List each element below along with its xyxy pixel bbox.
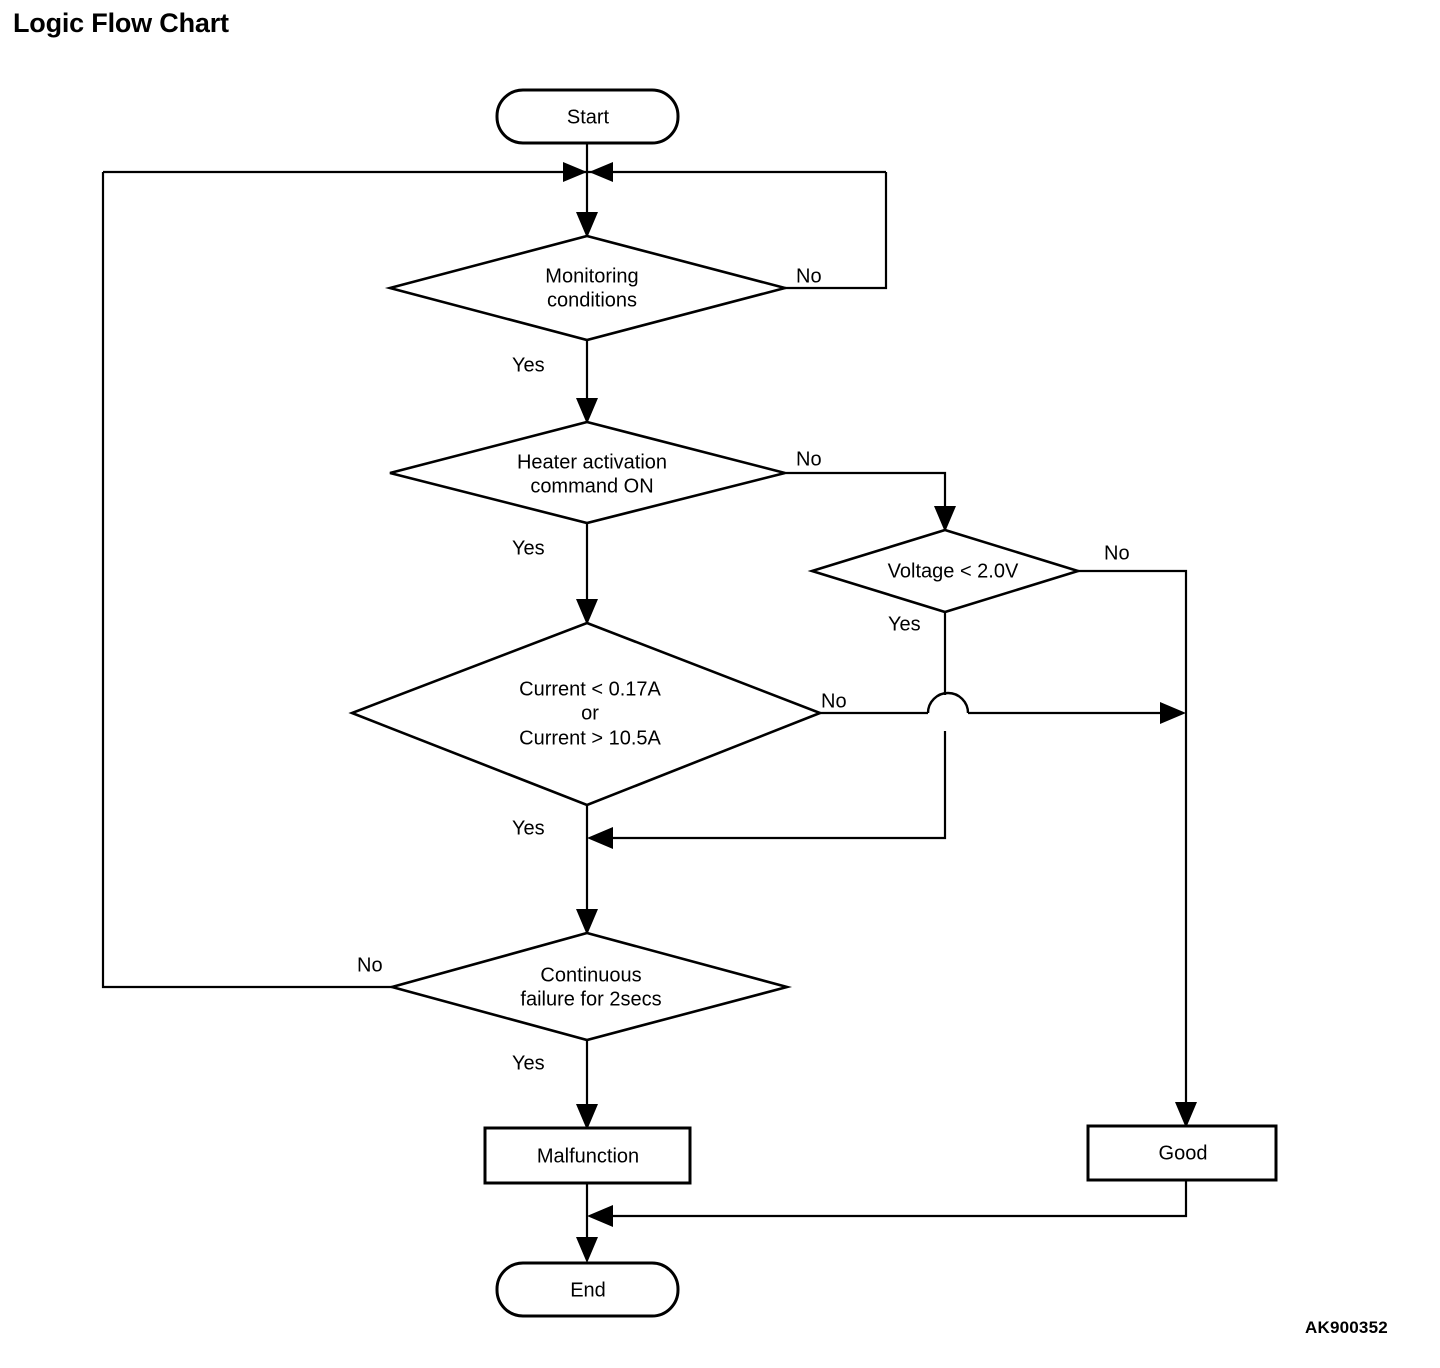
node-current-threshold[interactable]: Current < 0.17A or Current > 10.5A	[348, 621, 824, 807]
start-terminator-shape	[495, 88, 680, 145]
good-box-shape	[1086, 1124, 1278, 1182]
continuous-decision-shape	[387, 931, 793, 1042]
edge-label-voltage-no: No	[1104, 542, 1130, 564]
arrowhead-current-no-to-rail	[1160, 702, 1186, 724]
arrowhead-end-in	[576, 1237, 598, 1263]
heater-label-line1: Heater activation	[517, 451, 667, 473]
node-good[interactable]: Good	[1086, 1124, 1278, 1182]
good-label: Good	[1159, 1142, 1208, 1164]
edge-continuous-no	[101, 172, 392, 989]
node-voltage-threshold[interactable]: Voltage < 2.0V	[807, 528, 1083, 614]
continuous-label-line1: Continuous	[540, 964, 641, 986]
malfunction-box-shape	[483, 1126, 692, 1185]
edge-monitoring-no	[785, 172, 888, 290]
heater-decision-shape	[389, 420, 786, 525]
edge-good-to-end	[600, 1180, 1188, 1218]
voltage-label: Voltage < 2.0V	[888, 560, 1019, 582]
arrowhead-monitoring-in	[576, 212, 598, 238]
start-label: Start	[567, 106, 610, 128]
current-label-line2: or	[581, 702, 599, 724]
edge-heater-no	[785, 471, 947, 522]
arrowhead-heater-in	[576, 398, 598, 424]
edge-label-heater-yes: Yes	[512, 537, 545, 559]
arrowhead-malfunction-in	[576, 1104, 598, 1130]
edge-label-heater-no: No	[796, 448, 822, 470]
node-malfunction[interactable]: Malfunction	[483, 1126, 692, 1185]
arrowhead-good-merge	[587, 1205, 613, 1227]
arrowhead-continuous-in	[576, 909, 598, 935]
voltage-decision-shape	[807, 528, 1083, 614]
current-decision-shape	[348, 621, 824, 807]
merge-arrowhead-from-right	[589, 162, 613, 182]
node-continuous-failure[interactable]: Continuous failure for 2secs	[387, 931, 793, 1042]
end-label: End	[570, 1279, 606, 1301]
edge-label-current-no: No	[821, 690, 847, 712]
arrowhead-current-yes-merge	[587, 827, 613, 849]
current-label-line3: Current > 10.5A	[519, 727, 661, 749]
edge-label-monitoring-no: No	[796, 265, 822, 287]
merge-arrowhead-from-left	[563, 162, 587, 182]
monitoring-label-line1: Monitoring	[545, 265, 638, 287]
monitoring-label-line2: conditions	[547, 289, 637, 311]
continuous-label-line2: failure for 2secs	[520, 988, 661, 1010]
heater-label-line2: command ON	[530, 475, 653, 497]
page-title: Logic Flow Chart	[13, 8, 229, 38]
node-monitoring-conditions[interactable]: Monitoring conditions	[384, 234, 791, 342]
arrowhead-voltage-in	[934, 506, 956, 532]
end-terminator-shape	[495, 1261, 680, 1318]
edge-label-continuous-no: No	[357, 954, 383, 976]
malfunction-label: Malfunction	[537, 1145, 639, 1167]
figure-code-label: AK900352	[1305, 1318, 1388, 1337]
node-heater-activation[interactable]: Heater activation command ON	[389, 420, 786, 525]
arrowhead-good-in	[1175, 1102, 1197, 1128]
edge-voltage-yes-lower	[600, 731, 947, 840]
edge-label-current-yes: Yes	[512, 817, 545, 839]
edge-voltage-no	[1078, 569, 1188, 1118]
edge-label-monitoring-yes: Yes	[512, 354, 545, 376]
current-label-line1: Current < 0.17A	[519, 678, 661, 700]
line-hop-bridge	[926, 691, 970, 714]
edge-label-continuous-yes: Yes	[512, 1052, 545, 1074]
arrowhead-current-in	[576, 599, 598, 625]
monitoring-decision-shape	[384, 234, 791, 342]
node-start[interactable]: Start	[495, 88, 680, 145]
node-end[interactable]: End	[495, 1261, 680, 1318]
edge-label-voltage-yes: Yes	[888, 613, 921, 635]
